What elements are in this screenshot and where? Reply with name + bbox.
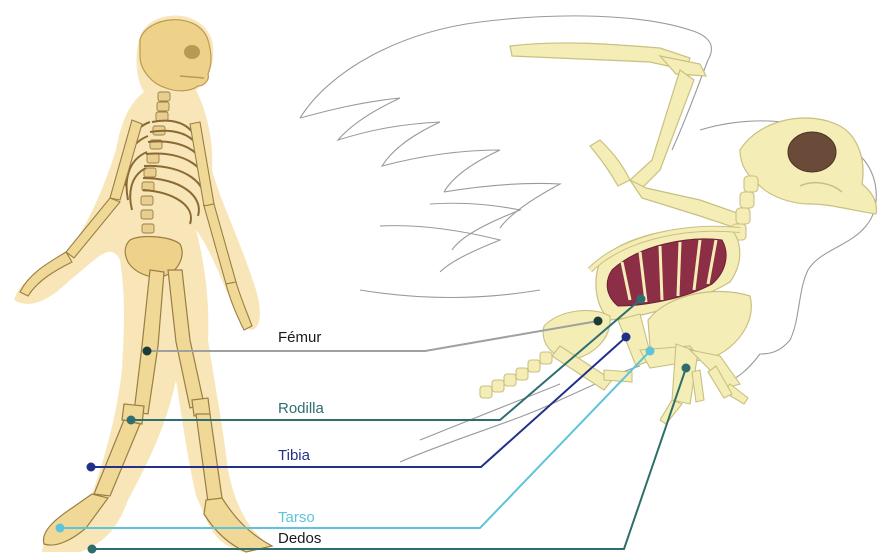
bird-eye-socket — [788, 132, 836, 172]
femur-dot-human — [143, 347, 152, 356]
label-tarso: Tarso — [278, 510, 315, 526]
label-tibia: Tibia — [278, 448, 310, 464]
femur-connector — [147, 321, 598, 351]
rodilla-dot-bird — [637, 295, 646, 304]
rodilla-dot-human — [127, 416, 136, 425]
bird-wing-bones — [510, 43, 740, 228]
femur-dot-bird — [594, 317, 603, 326]
human-knee-front — [192, 398, 210, 416]
tibia-dot-human — [87, 463, 96, 472]
label-femur: Fémur — [278, 330, 321, 346]
tarso-dot-human — [56, 524, 65, 533]
label-dedos: Dedos — [278, 531, 321, 547]
label-rodilla: Rodilla — [278, 401, 324, 417]
tibia-dot-bird — [622, 333, 631, 342]
dedos-dot-bird — [682, 364, 691, 373]
bird-skull — [740, 118, 876, 214]
bird-wing-outline — [300, 16, 876, 462]
dedos-dot-human — [88, 545, 97, 554]
tarso-dot-bird — [646, 347, 655, 356]
human-eye-socket — [184, 45, 200, 59]
human-skeleton — [14, 16, 272, 553]
bird-skeleton — [300, 16, 876, 462]
